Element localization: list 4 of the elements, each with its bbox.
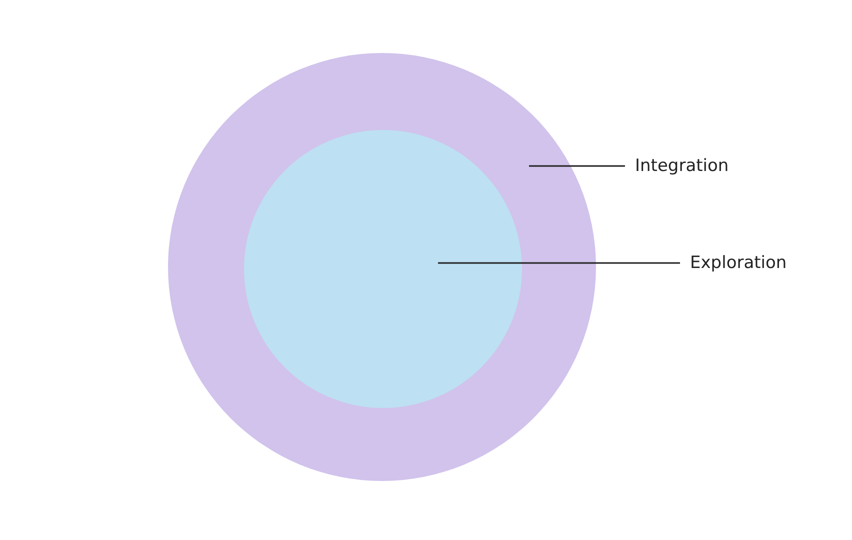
callout-label: Integration — [635, 156, 729, 176]
callout-label: Exploration — [690, 253, 787, 273]
leader-line — [529, 165, 625, 167]
leader-line — [438, 262, 680, 264]
